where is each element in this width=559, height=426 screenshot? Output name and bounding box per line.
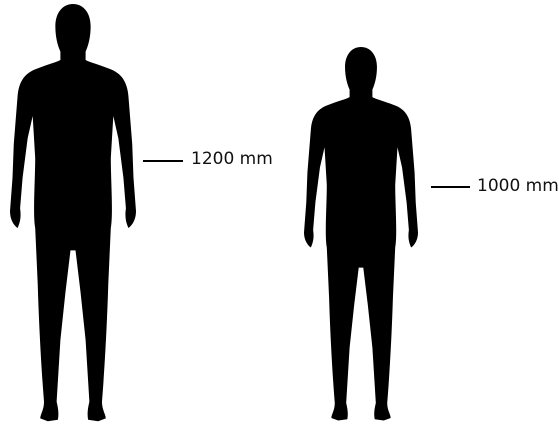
figure-short-silhouette: [304, 47, 418, 423]
height-label-short: 1000 mm: [477, 178, 559, 195]
human-silhouette-icon: [304, 47, 418, 423]
leader-line-tall: [143, 160, 183, 162]
height-label-tall: 1200 mm: [191, 151, 273, 168]
figure-tall-silhouette: [10, 4, 136, 424]
human-silhouette-icon: [10, 4, 136, 424]
leader-line-short: [431, 186, 470, 188]
